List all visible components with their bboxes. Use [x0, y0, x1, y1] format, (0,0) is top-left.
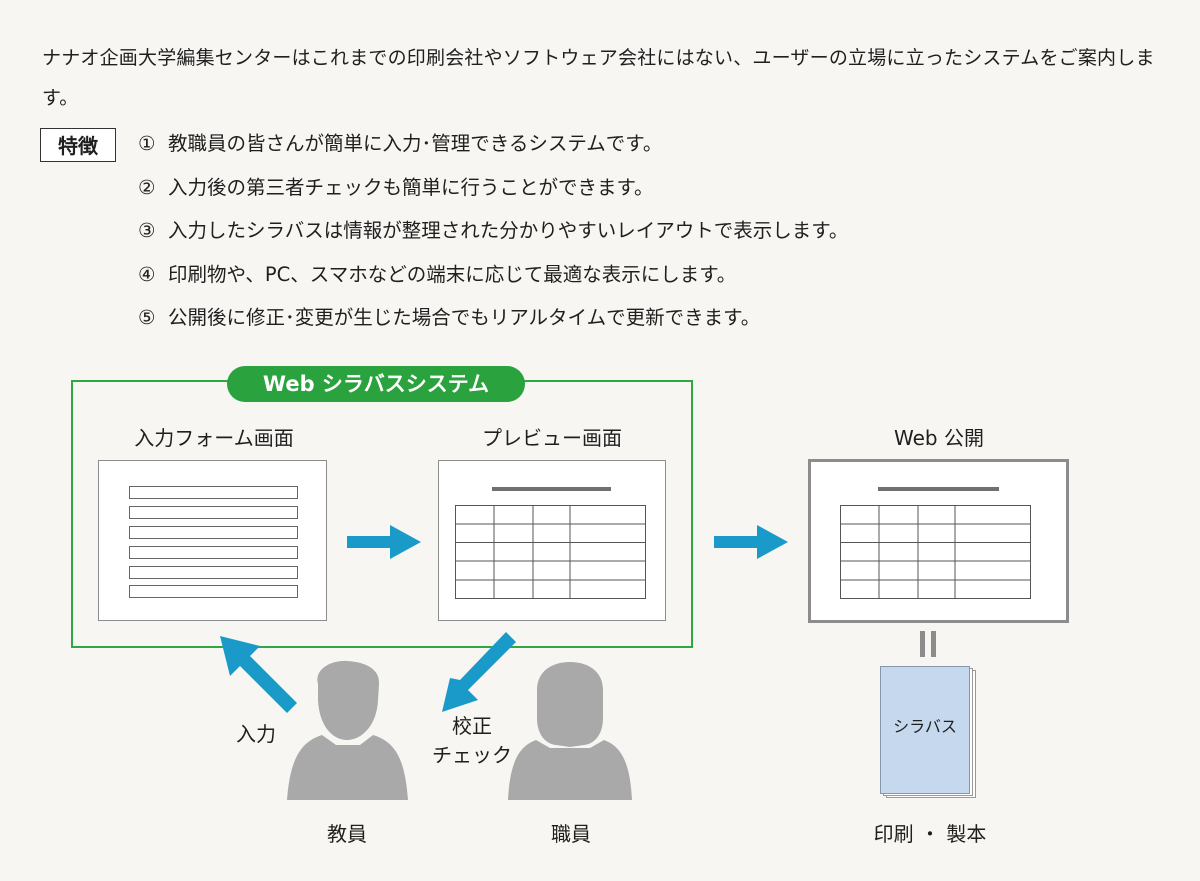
equals-icon [920, 631, 936, 657]
form-field [129, 566, 298, 579]
web-table [840, 505, 1031, 599]
feature-number: ③ [138, 219, 156, 242]
feature-number: ② [138, 175, 156, 199]
feature-item: ⑤ 公開後に修正･変更が生じた場合でもリアルタイムで更新できます。 [138, 298, 848, 342]
web-publish-label: Web 公開 [894, 426, 984, 450]
web-screen [808, 459, 1069, 623]
feature-text: 印刷物や、PC、スマホなどの端末に応じて最適な表示にします。 [168, 262, 737, 286]
preview-screen-label: プレビュー画面 [482, 426, 622, 450]
teacher-label: 教員 [327, 822, 367, 846]
input-action-label: 入力 [236, 722, 276, 746]
feature-item: ① 教職員の皆さんが簡単に入力･管理できるシステムです。 [138, 124, 848, 168]
book-title: シラバス [893, 717, 957, 736]
feature-item: ③ 入力したシラバスは情報が整理された分かりやすいレイアウトで表示します。 [138, 211, 848, 255]
preview-title-bar [492, 487, 611, 491]
feature-text: 公開後に修正･変更が生じた場合でもリアルタイムで更新できます。 [168, 306, 761, 329]
feature-item: ④ 印刷物や、PC、スマホなどの端末に応じて最適な表示にします。 [138, 255, 848, 299]
right-arrow-icon [347, 525, 421, 559]
input-form-screen [98, 460, 327, 621]
preview-screen [438, 460, 666, 621]
feature-number: ④ [138, 262, 156, 286]
web-title-bar [878, 487, 999, 491]
input-screen-label: 入力フォーム画面 [134, 426, 294, 450]
book-cover: シラバス [880, 666, 970, 794]
feature-text: 入力後の第三者チェックも簡単に行うことができます。 [168, 175, 654, 199]
feature-text: 入力したシラバスは情報が整理された分かりやすいレイアウトで表示します。 [168, 219, 849, 242]
feature-text: 教職員の皆さんが簡単に入力･管理できるシステムです。 [168, 132, 663, 155]
feature-number: ⑤ [138, 306, 156, 329]
form-field [129, 486, 298, 499]
preview-table [455, 505, 646, 599]
form-field [129, 506, 298, 519]
proof-line-2: チェック [432, 743, 512, 767]
print-binding-label: 印刷 ・ 製本 [873, 822, 987, 846]
syllabus-book: シラバス [880, 666, 976, 798]
right-arrow-icon [714, 525, 788, 559]
form-field [129, 546, 298, 559]
down-left-arrow-icon [442, 632, 516, 712]
staff-label: 職員 [551, 822, 591, 846]
features-list: ① 教職員の皆さんが簡単に入力･管理できるシステムです。 ② 入力後の第三者チェック… [138, 124, 848, 342]
system-label: Web シラバスシステム [227, 366, 525, 402]
up-left-arrow-icon [220, 636, 297, 713]
proof-line-1: 校正 [452, 714, 492, 738]
feature-number: ① [138, 132, 156, 155]
teacher-person-icon [287, 660, 408, 800]
proof-action-label: 校正 チェック [432, 712, 512, 770]
form-field [129, 585, 298, 598]
staff-person-icon [508, 662, 632, 800]
intro-text: ナナオ企画大学編集センターはこれまでの印刷会社やソフトウェア会社にはない、ユーザ… [42, 47, 1155, 109]
form-field [129, 526, 298, 539]
feature-item: ② 入力後の第三者チェックも簡単に行うことができます。 [138, 168, 848, 212]
features-tag: 特徴 [40, 128, 116, 162]
